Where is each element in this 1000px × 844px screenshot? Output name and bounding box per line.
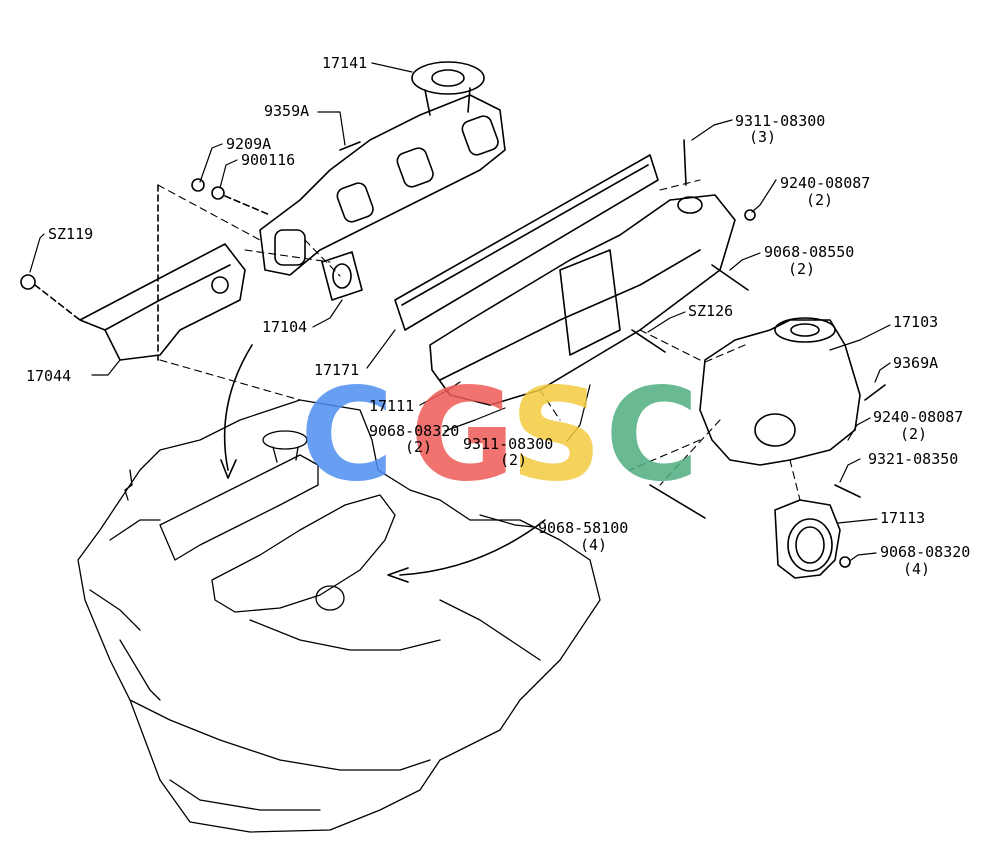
heat-shield-17044 xyxy=(79,184,246,361)
installed-intake-manifold xyxy=(211,494,396,613)
part-label-9068-08320-a: 9068-08320 xyxy=(369,422,460,440)
watermark-letter-s: S xyxy=(510,361,603,510)
part-qty-9068-08320-b: (4) xyxy=(903,560,931,578)
stud-9369a xyxy=(864,384,886,401)
part-label-9359a: 9359A xyxy=(264,102,310,120)
part-label-17103: 17103 xyxy=(893,313,939,331)
exploded-dashed-lines xyxy=(157,179,801,501)
part-qty-9068-08550: (2) xyxy=(788,260,816,278)
bolt-9068-58100 xyxy=(649,484,706,519)
assembly-arrow-left xyxy=(220,344,253,479)
bolt-9068-08550 xyxy=(711,264,749,291)
engine-block-outline xyxy=(77,399,601,833)
assembly-arrow-right xyxy=(387,519,546,583)
intake-gasket-17171 xyxy=(394,154,659,331)
part-label-17171: 17171 xyxy=(314,361,360,379)
stud-9359a xyxy=(339,141,361,151)
part-label-9068-08550: 9068-08550 xyxy=(764,243,855,261)
exhaust-gasket-17104 xyxy=(321,251,363,301)
part-label-17111: 17111 xyxy=(369,397,415,415)
nut-9209a xyxy=(191,178,271,216)
part-label-17104: 17104 xyxy=(262,318,308,336)
part-label-9311-08300-a: 9311-08300 xyxy=(463,435,554,453)
stud-9321-08350 xyxy=(834,484,861,498)
part-label-9240-08087-b: 9240-08087 xyxy=(873,408,964,426)
part-qty-9068-58100: (4) xyxy=(580,536,608,554)
watermark-letter-c2: C xyxy=(605,361,699,510)
part-qty-9240-08087-a: (2) xyxy=(806,191,834,209)
part-label-17141: 17141 xyxy=(322,54,368,72)
part-label-9369a: 9369A xyxy=(893,354,939,372)
part-label-17044: 17044 xyxy=(26,367,72,385)
part-label-9068-58100: 9068-58100 xyxy=(538,519,629,537)
watermark-letter-g: G xyxy=(410,361,516,510)
part-label-9321-08350: 9321-08350 xyxy=(868,450,959,468)
part-qty-9068-08320-a: (2) xyxy=(405,438,433,456)
watermark-letter-c1: C xyxy=(300,361,394,510)
stud-9311-08300 xyxy=(683,139,687,186)
part-label-9209a: 9209A xyxy=(226,135,272,153)
part-label-9311-08300-b: 9311-08300 xyxy=(735,112,826,130)
part-label-17113: 17113 xyxy=(880,509,926,527)
part-qty-9311-08300-a: (2) xyxy=(500,451,528,469)
part-qty-9311-08300-b: (3) xyxy=(749,128,777,146)
part-label-9068-08320-b: 9068-08320 xyxy=(880,543,971,561)
installed-exhaust-manifold xyxy=(159,430,319,561)
thermostat-housing-17103 xyxy=(699,317,861,466)
bolt-sz119 xyxy=(20,274,81,321)
stud-sz126 xyxy=(631,329,666,353)
throttle-body-17113 xyxy=(774,499,851,579)
part-label-sz126: SZ126 xyxy=(688,302,734,320)
part-qty-9240-08087-b: (2) xyxy=(900,425,928,443)
part-label-9240-08087-a: 9240-08087 xyxy=(780,174,871,192)
exhaust-manifold-17141 xyxy=(259,61,506,276)
part-label-900116: 900116 xyxy=(241,151,296,169)
part-label-sz119: SZ119 xyxy=(48,225,94,243)
nut-9240-08087 xyxy=(744,209,756,221)
label-leader-lines xyxy=(29,62,891,561)
